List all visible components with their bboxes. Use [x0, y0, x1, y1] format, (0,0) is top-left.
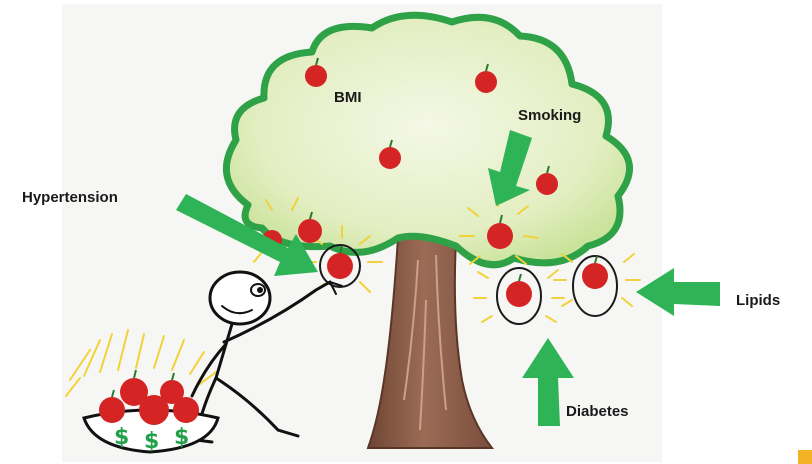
- basket-dollar-2: $: [144, 429, 159, 454]
- basket-dollar-1: $: [114, 425, 129, 450]
- label-bmi: BMI: [334, 89, 362, 106]
- corner-mark: [798, 450, 812, 464]
- label-smoking: Smoking: [518, 107, 581, 124]
- label-lipids: Lipids: [736, 292, 780, 309]
- label-hypertension: Hypertension: [22, 189, 118, 206]
- basket-dollar-3: $: [174, 425, 189, 450]
- label-diabetes: Diabetes: [566, 403, 629, 420]
